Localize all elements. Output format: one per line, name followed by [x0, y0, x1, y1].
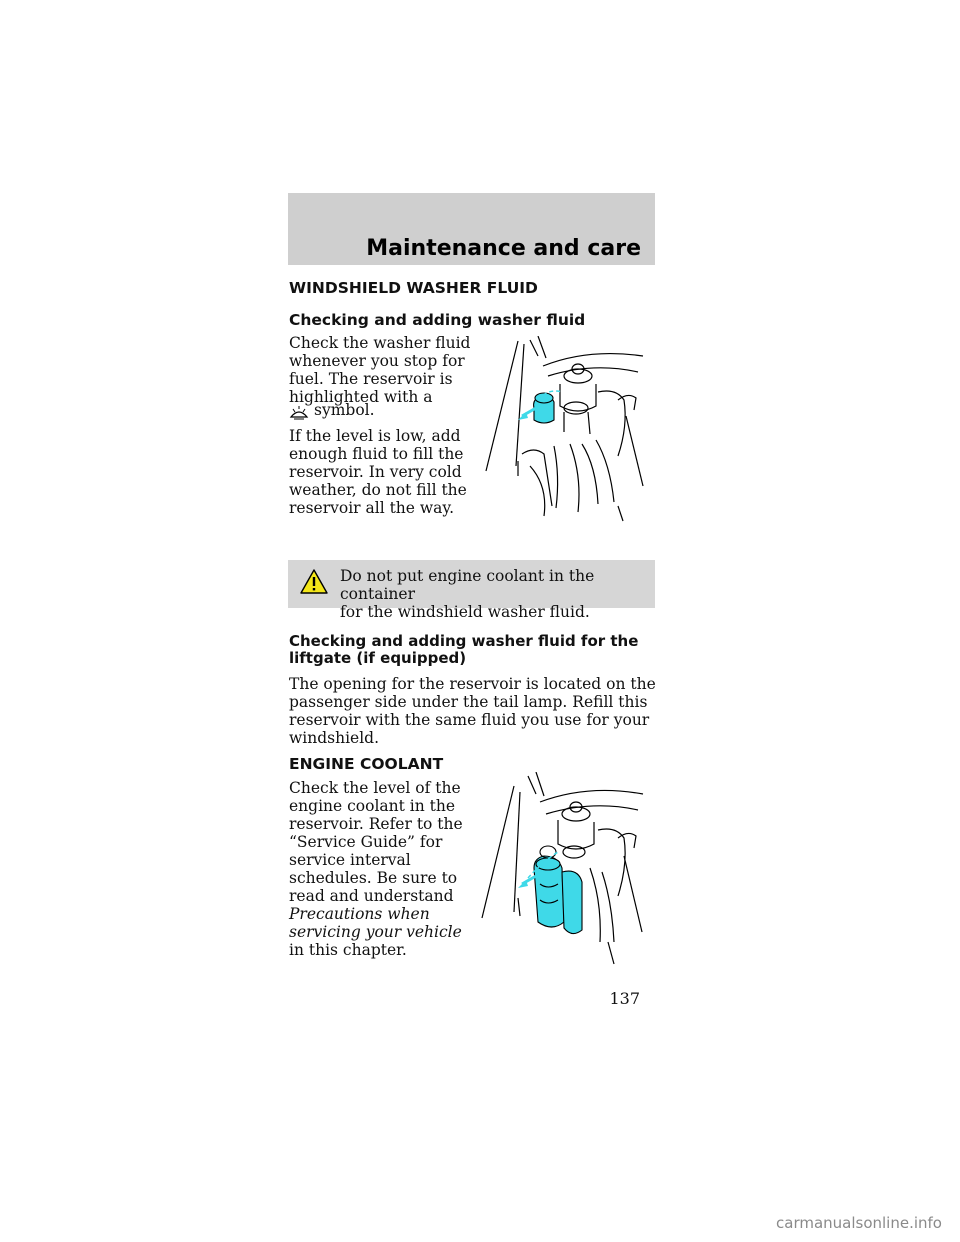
warning-text: Do not put engine coolant in the contain…: [340, 567, 650, 621]
text-line: reservoir with the same fluid you use fo…: [289, 711, 650, 729]
heading-engine-coolant: ENGINE COOLANT: [289, 755, 444, 773]
italic-line: Precautions when: [289, 905, 463, 923]
subheading-checking-washer-fluid: Checking and adding washer fluid: [289, 311, 586, 329]
text-line: read and understand: [289, 887, 454, 905]
text-line: windshield.: [289, 729, 380, 747]
text-line: engine coolant in the: [289, 797, 456, 815]
text-line: “Service Guide” for: [289, 833, 443, 851]
washer-reservoir-illustration: [485, 336, 644, 522]
section-title: Maintenance and care: [366, 236, 641, 261]
text-line: schedules. Be sure to: [289, 869, 458, 887]
text-line: reservoir. Refer to the: [289, 815, 463, 833]
text-line: fuel. The reservoir is: [289, 370, 453, 388]
heading-liftgate-washer: Checking and adding washer fluid for the…: [289, 633, 638, 667]
heading-line: liftgate (if equipped): [289, 649, 467, 667]
text-line: in this chapter.: [289, 941, 407, 959]
text-line: enough fluid to fill the: [289, 445, 464, 463]
warning-triangle-icon: [300, 569, 328, 594]
symbol-caption: symbol.: [314, 401, 375, 419]
text-line: highlighted with a: [289, 388, 433, 406]
warning-line: for the windshield washer fluid.: [340, 603, 590, 621]
heading-line: Checking and adding washer fluid for the: [289, 632, 639, 650]
italic-text: servicing your vehicle: [289, 923, 462, 941]
text-line: service interval: [289, 851, 411, 869]
text-line: Check the level of the: [289, 779, 461, 797]
paragraph-liftgate: The opening for the reservoir is located…: [289, 675, 656, 747]
warning-line: Do not put engine coolant in the contain…: [340, 567, 595, 603]
text-line: The opening for the reservoir is located…: [289, 675, 656, 693]
text-line: whenever you stop for: [289, 352, 465, 370]
heading-windshield-washer-fluid: WINDSHIELD WASHER FLUID: [289, 279, 538, 297]
paragraph-engine-coolant: Check the level of the engine coolant in…: [289, 779, 463, 959]
paragraph-level-low: If the level is low, add enough fluid to…: [289, 427, 467, 517]
text-line: reservoir all the way.: [289, 499, 455, 517]
text-line: Check the washer fluid: [289, 334, 471, 352]
page-number: 137: [609, 989, 640, 1008]
text-line: weather, do not fill the: [289, 481, 467, 499]
text-line: passenger side under the tail lamp. Refi…: [289, 693, 648, 711]
coolant-reservoir-illustration: [481, 772, 644, 965]
text-line: reservoir. In very cold: [289, 463, 462, 481]
italic-line: servicing your vehicle: [289, 923, 463, 941]
text-line: If the level is low, add: [289, 427, 461, 445]
paragraph-check-washer: Check the washer fluid whenever you stop…: [289, 334, 470, 406]
header-band: Maintenance and care: [288, 193, 655, 265]
warning-box: Do not put engine coolant in the contain…: [288, 560, 655, 621]
washer-fluid-symbol-icon: [289, 406, 309, 420]
italic-text: Precautions when: [289, 905, 430, 923]
watermark: carmanualsonline.info: [776, 1214, 942, 1232]
